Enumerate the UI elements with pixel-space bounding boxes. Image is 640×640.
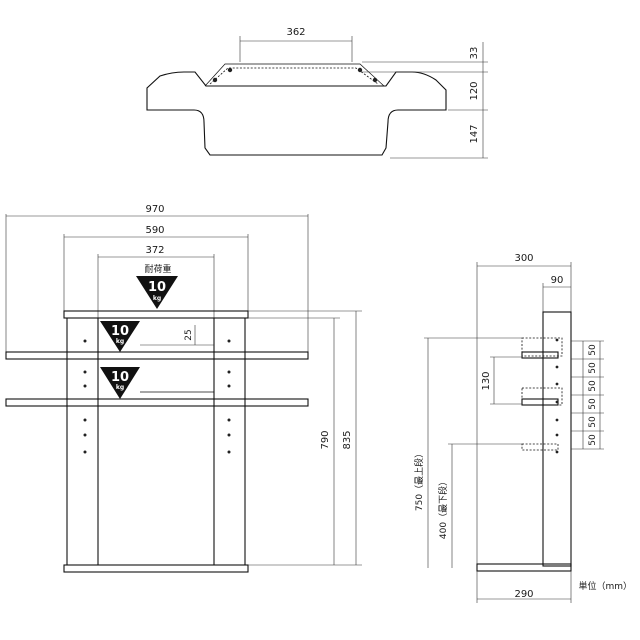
- hole: [555, 400, 559, 404]
- top-view: 362 33 120 147: [146, 27, 488, 159]
- dimension-300-label: 300: [514, 253, 533, 264]
- dimension-25-label: 25: [184, 329, 194, 340]
- top-view-hole: [357, 67, 363, 73]
- hole: [227, 450, 231, 454]
- hole: [227, 418, 231, 422]
- pitch-label: 50: [588, 380, 598, 392]
- hole: [83, 339, 87, 343]
- top-view-hole: [212, 77, 218, 83]
- top-view-hole: [227, 67, 233, 73]
- dimension-372-label: 372: [145, 245, 164, 256]
- base-panel: [63, 564, 249, 573]
- pitch-label: 50: [588, 416, 598, 428]
- upper-shelf: [5, 351, 309, 360]
- hole: [83, 418, 87, 422]
- pitch-label: 50: [588, 362, 598, 374]
- load-badge-top-unit: kg: [153, 295, 161, 302]
- hole: [555, 450, 559, 454]
- lower-shelf: [5, 398, 309, 407]
- hole: [555, 382, 559, 386]
- hole: [83, 384, 87, 388]
- dimension-790-label: 790: [320, 430, 331, 449]
- side-upper-shelf: [521, 351, 559, 359]
- dimension-970-label: 970: [145, 204, 164, 215]
- side-upright: [542, 311, 572, 567]
- dimension-90-label: 90: [551, 275, 564, 286]
- hole: [555, 418, 559, 422]
- hole: [227, 370, 231, 374]
- hole: [227, 384, 231, 388]
- load-badge-top-number: 10: [148, 280, 166, 295]
- dimension-33-label: 33: [469, 47, 480, 60]
- hole: [227, 339, 231, 343]
- load-badge-middle-number: 10: [111, 324, 129, 339]
- dimension-835-label: 835: [342, 430, 353, 449]
- load-badge-lower: [100, 367, 140, 399]
- top-view-dashed-frame: [209, 67, 379, 85]
- load-badge-middle: [100, 321, 140, 352]
- load-badge-top: [136, 276, 178, 309]
- hole: [83, 450, 87, 454]
- dimension-130-label: 130: [481, 371, 492, 390]
- hole: [555, 338, 559, 342]
- pitch-label: 50: [588, 434, 598, 446]
- side-base-foot: [476, 563, 572, 572]
- top-view-frame: [204, 63, 385, 87]
- load-badge-lower-unit: kg: [116, 384, 124, 391]
- dimension-400-label: 400（最下段）: [437, 477, 449, 539]
- side-view: 300 90 130: [413, 253, 604, 603]
- load-capacity-label: 耐荷重: [144, 263, 171, 275]
- top-view-outline: [146, 71, 447, 156]
- dimension-147-label: 147: [469, 124, 480, 143]
- side-shelf-position-dashed: [521, 387, 563, 406]
- top-panel: [63, 310, 249, 319]
- hole: [227, 433, 231, 437]
- load-badge-middle-unit: kg: [116, 338, 124, 345]
- dimension-362-label: 362: [286, 27, 305, 38]
- hole: [555, 365, 559, 369]
- dimension-120-label: 120: [469, 81, 480, 100]
- pitch-label: 50: [588, 344, 598, 356]
- front-holes: [83, 339, 231, 454]
- side-shelf-position-dashed: [521, 443, 559, 451]
- side-shelf-position-dashed: [521, 337, 563, 357]
- load-badge-lower-number: 10: [111, 370, 129, 385]
- side-holes: [555, 338, 559, 454]
- unit-label: 単位（mm）: [578, 580, 632, 592]
- hole: [83, 370, 87, 374]
- side-lower-shelf: [521, 398, 559, 406]
- dimension-590-label: 590: [145, 225, 164, 236]
- hole: [83, 433, 87, 437]
- dimension-290-label: 290: [514, 589, 533, 600]
- pitch-label: 50: [588, 398, 598, 410]
- top-view-hole: [372, 77, 378, 83]
- front-view: 970 590 372 耐荷重 10 kg 10 kg 25: [5, 204, 362, 573]
- dimension-750-label: 750（最上段）: [413, 449, 425, 511]
- hole: [555, 433, 559, 437]
